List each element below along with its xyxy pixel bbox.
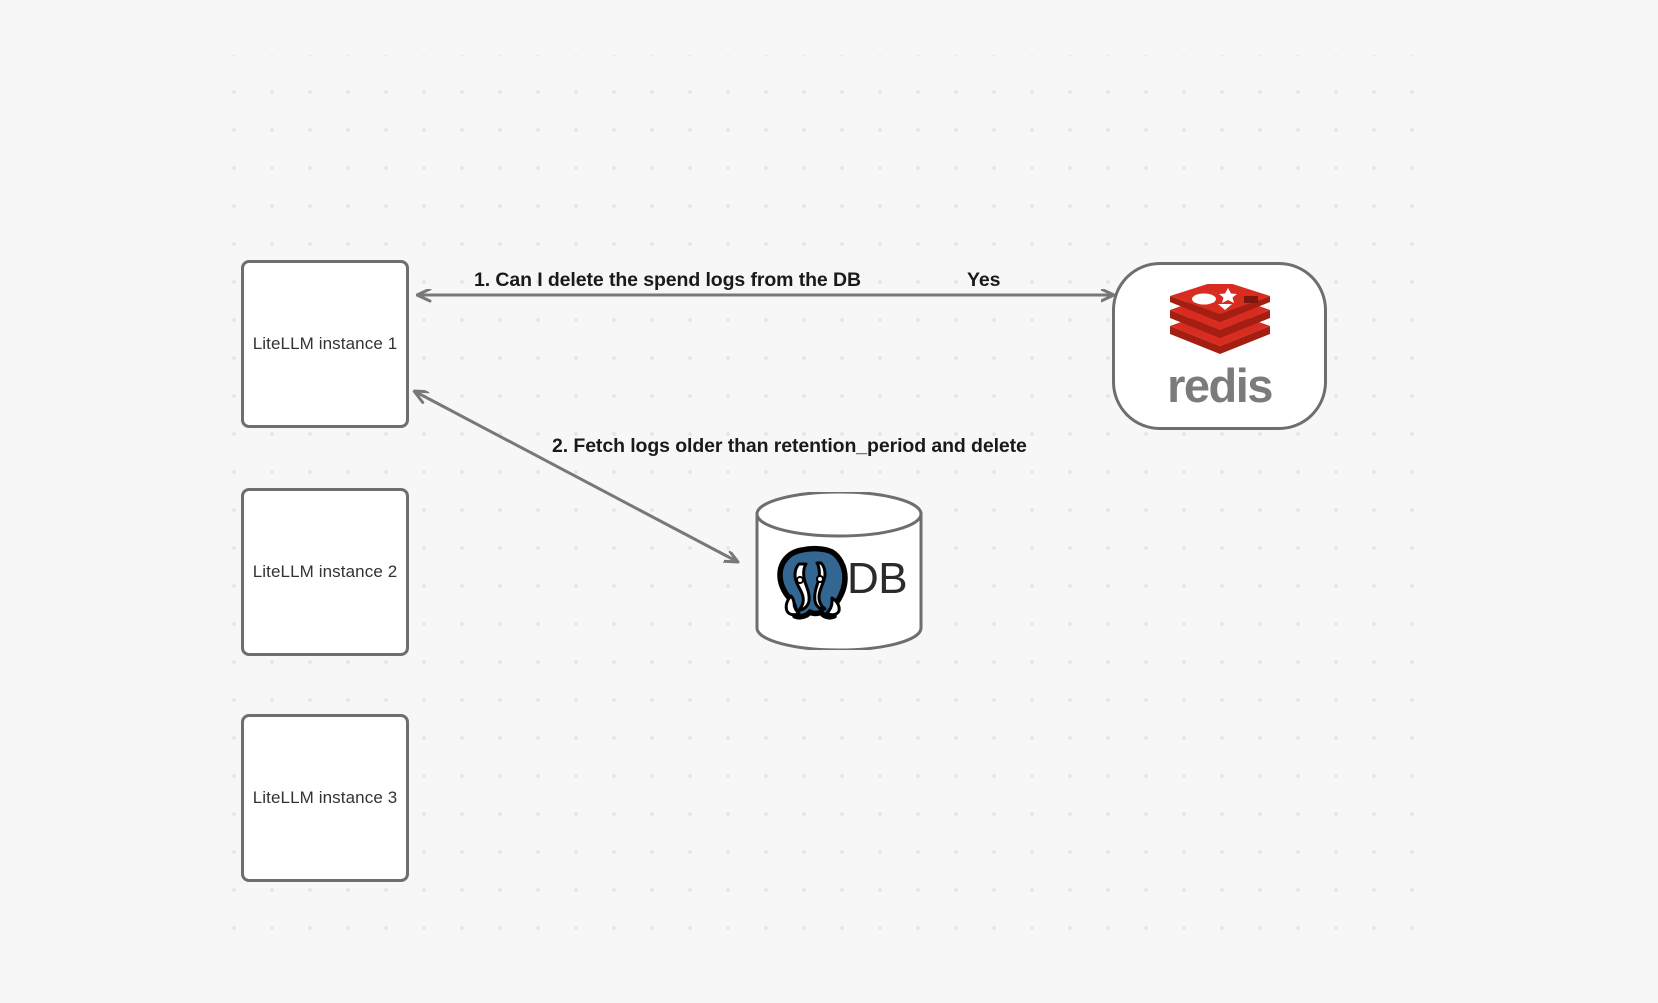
node-litellm-instance-1-label: LiteLLM instance 1 <box>252 334 398 353</box>
node-litellm-instance-3[interactable]: LiteLLM instance 3 <box>241 714 409 882</box>
redis-wordmark: redis <box>1167 358 1273 412</box>
db-label: DB <box>847 554 908 603</box>
node-redis[interactable]: redis <box>1112 262 1327 430</box>
node-db[interactable]: DB <box>753 492 925 650</box>
node-litellm-instance-3-label: LiteLLM instance 3 <box>252 788 398 807</box>
node-litellm-instance-2-label: LiteLLM instance 2 <box>252 562 398 581</box>
postgresql-elephant-icon <box>777 545 848 620</box>
redis-logo-icon <box>1169 283 1270 354</box>
edge-label-yes: Yes <box>967 269 1001 291</box>
node-litellm-instance-2[interactable]: LiteLLM instance 2 <box>241 488 409 656</box>
node-litellm-instance-1[interactable]: LiteLLM instance 1 <box>241 260 409 428</box>
edge-label-step-2: 2. Fetch logs older than retention_perio… <box>552 435 1027 457</box>
edge-litellm1-db <box>414 391 738 562</box>
edge-label-step-1: 1. Can I delete the spend logs from the … <box>474 269 861 291</box>
